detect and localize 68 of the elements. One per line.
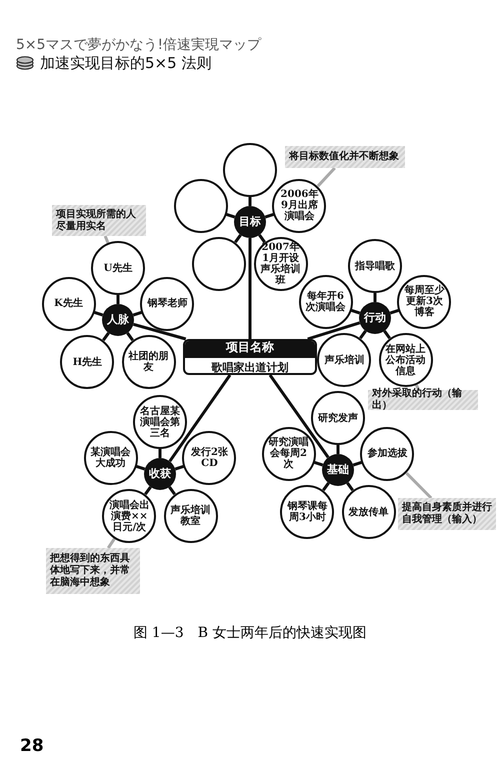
- petal-circle: K先生: [42, 276, 96, 331]
- page-number: 28: [20, 736, 44, 756]
- petal-circle: 在网站上公布活动信息: [378, 333, 433, 388]
- hub-circle: 行动: [359, 302, 391, 334]
- petal-circle: 名古屋某演唱会第三名: [133, 395, 187, 449]
- connector-line: [336, 445, 340, 454]
- connector-line: [322, 482, 330, 492]
- connector-line: [383, 330, 391, 340]
- connector-line: [264, 212, 274, 218]
- hub-circle: 收获: [144, 458, 176, 490]
- connector-line: [133, 322, 186, 340]
- connector-line: [102, 332, 110, 342]
- connector-line: [116, 295, 120, 304]
- petal-circle: 指导唱歌: [348, 239, 402, 293]
- petal-circle: H先生: [60, 335, 114, 390]
- petal-circle: 研究演唱会每周2次: [262, 426, 316, 481]
- petal-circle: 钢琴老师: [140, 276, 194, 331]
- connector-line: [126, 332, 134, 342]
- petal-circle: 某演唱会大成功: [84, 430, 138, 485]
- hub-circle: 目标: [234, 206, 266, 238]
- project-box: 项目名称 歌唱家出道计划: [183, 339, 317, 375]
- petal-circle: 研究发声: [311, 391, 365, 445]
- connector-line: [374, 293, 376, 302]
- callout-note: 对外采取的行动（输出）: [368, 390, 478, 410]
- callout-note: 提高自身素质并进行自我管理（输入）: [398, 498, 496, 530]
- petal-circle: 社团的朋友: [122, 335, 176, 390]
- connector-line: [132, 310, 142, 316]
- connector-line: [248, 197, 252, 206]
- petal-circle: 每周至少更新3次博客: [397, 274, 452, 329]
- connector-line: [168, 486, 176, 496]
- hub-circle: 人脉: [102, 304, 134, 336]
- connector-line: [226, 212, 236, 218]
- connector-line: [352, 460, 362, 466]
- connector-line: [174, 464, 184, 470]
- empty-circle: [192, 237, 246, 292]
- connector-line: [144, 486, 152, 496]
- connector-line: [307, 321, 360, 340]
- connector-line: [346, 482, 354, 492]
- connector-line: [94, 310, 104, 316]
- hub-circle: 基础: [322, 454, 354, 486]
- connector-line: [234, 234, 242, 244]
- connector-line: [359, 330, 367, 340]
- section-title: 加速实现目标的5×5 法则: [40, 54, 212, 73]
- petal-circle: 钢琴课每周3小时: [280, 485, 334, 540]
- connector-line: [268, 374, 330, 458]
- connector-line: [258, 234, 266, 244]
- petal-circle: 声乐培训: [317, 333, 372, 388]
- connector-line: [168, 374, 232, 462]
- petal-circle: 演唱会出演费××日元/次: [102, 489, 156, 544]
- connector-line: [390, 308, 400, 314]
- callout-note: 项目实现所需的人尽量用实名: [52, 205, 146, 236]
- connector-line: [158, 449, 162, 458]
- callout-note: 把想得到的东西具体地写下来，并常在脑海中想象: [46, 548, 140, 594]
- petal-circle: 2006年9月出席演唱会: [272, 178, 326, 233]
- petal-circle: 发行2张CD: [182, 430, 236, 485]
- petal-circle: 声乐培训教室: [164, 489, 218, 544]
- petal-circle: 每年开6次演唱会: [298, 274, 353, 329]
- petal-circle: 参加选拔: [360, 426, 414, 481]
- figure-caption: 图 1—3 B 女士两年后的快速实现图: [132, 624, 368, 642]
- running-header: 5×5マスで夢がかなう!倍速実現マップ: [16, 36, 262, 54]
- petal-circle: U先生: [91, 241, 145, 295]
- callout-note: 将目标数值化并不断想象: [285, 146, 405, 168]
- connector-line: [248, 238, 252, 339]
- connector-line: [350, 308, 360, 314]
- connector-line: [314, 460, 324, 466]
- empty-circle: [223, 143, 277, 197]
- connector-line: [136, 464, 146, 470]
- petal-circle: 发放传单: [342, 485, 396, 540]
